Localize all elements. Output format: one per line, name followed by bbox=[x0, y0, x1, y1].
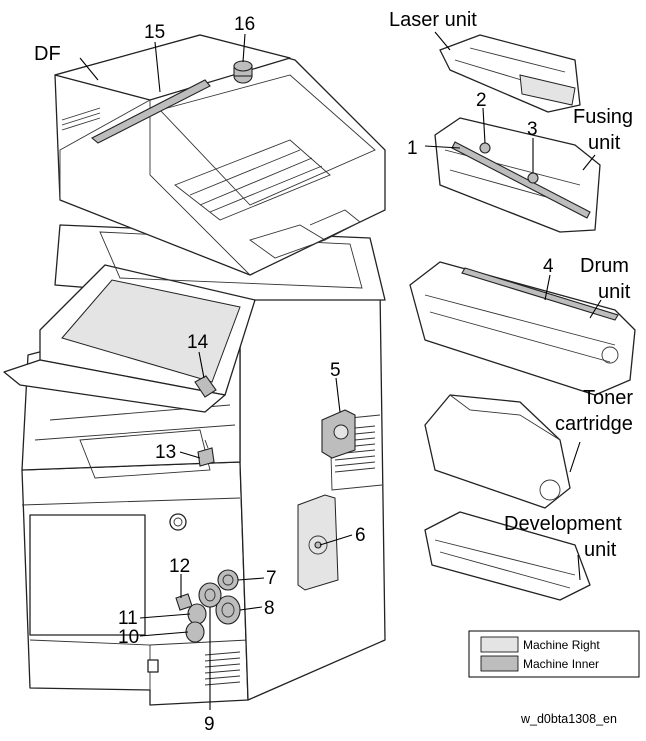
callout-15: 15 bbox=[144, 22, 165, 43]
fusing-unit bbox=[434, 117, 601, 233]
label-development-1: Development bbox=[504, 513, 622, 535]
label-drum-unit-1: Drum bbox=[580, 255, 629, 277]
callout-16: 16 bbox=[234, 14, 255, 35]
leader-lines bbox=[79, 31, 602, 710]
callout-3: 3 bbox=[527, 119, 538, 140]
part-13 bbox=[197, 439, 215, 467]
callout-12: 12 bbox=[169, 556, 190, 577]
label-laser-unit: Laser unit bbox=[389, 9, 477, 31]
label-development-2: unit bbox=[584, 539, 617, 561]
part-10 bbox=[185, 621, 205, 643]
callout-8: 8 bbox=[264, 598, 275, 619]
label-fusing-unit-2: unit bbox=[588, 132, 621, 154]
figure-id: w_d0bta1308_en bbox=[520, 712, 617, 726]
drum-unit bbox=[409, 261, 636, 396]
part-15-sensor-bar bbox=[91, 79, 211, 144]
toner-cartridge bbox=[424, 394, 571, 509]
part-9 bbox=[198, 582, 222, 608]
callout-2: 2 bbox=[476, 90, 487, 111]
part-14 bbox=[194, 375, 217, 398]
document-feeder bbox=[54, 34, 386, 276]
callout-10: 10 bbox=[118, 627, 139, 648]
callout-7: 7 bbox=[266, 568, 277, 589]
callout-1: 1 bbox=[407, 138, 418, 159]
callout-9: 9 bbox=[204, 714, 215, 735]
callout-11: 11 bbox=[118, 608, 138, 629]
part-11 bbox=[187, 603, 207, 625]
callout-4: 4 bbox=[543, 256, 554, 277]
callout-6: 6 bbox=[355, 525, 366, 546]
label-drum-unit-2: unit bbox=[598, 281, 631, 303]
legend-swatch-machine-right bbox=[480, 636, 519, 653]
legend-label-machine-right: Machine Right bbox=[523, 638, 600, 652]
part-6 bbox=[297, 494, 339, 591]
label-df: DF bbox=[34, 43, 61, 65]
label-toner-1: Toner bbox=[583, 387, 633, 409]
part-5 bbox=[321, 409, 356, 459]
label-toner-2: cartridge bbox=[555, 413, 633, 435]
part-7 bbox=[217, 569, 239, 591]
label-fusing-unit-1: Fusing bbox=[573, 106, 633, 128]
callout-5: 5 bbox=[330, 360, 341, 381]
legend: Machine Right Machine Inner bbox=[468, 630, 640, 678]
laser-unit bbox=[439, 34, 581, 113]
legend-label-machine-inner: Machine Inner bbox=[523, 657, 599, 671]
development-unit bbox=[424, 511, 591, 601]
legend-swatch-machine-inner bbox=[480, 655, 519, 672]
part-16-df-motor bbox=[233, 60, 253, 84]
callout-14: 14 bbox=[187, 332, 209, 353]
callout-13: 13 bbox=[155, 442, 176, 463]
